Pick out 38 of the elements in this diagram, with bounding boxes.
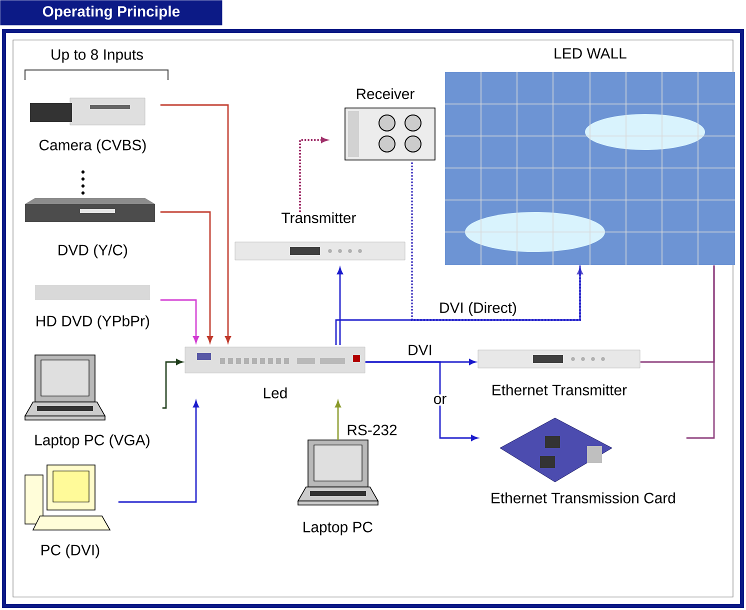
edge-label: or [432, 394, 448, 406]
camera: Camera (CVBS) [30, 98, 146, 154]
arrow [118, 400, 199, 503]
arrow [365, 361, 478, 441]
transmission-card: Ethernet Transmission Card [492, 418, 675, 504]
node-label: PC (DVI) [42, 544, 100, 558]
node-label: Laptop PC (VGA) [35, 434, 150, 448]
arrow [160, 104, 231, 343]
connector-line [335, 265, 581, 345]
node-label: DVD (Y/C) [58, 244, 128, 258]
arrow [160, 211, 213, 343]
edge-label: DVI (Direct) [437, 300, 519, 318]
node-label: HD DVD (YPbPr) [36, 315, 150, 330]
bracket-label: Up to 8 Inputs [52, 49, 143, 63]
led-wall: LED WALL [444, 48, 736, 266]
node-label: Receiver [356, 88, 414, 100]
fiber-receiver: Receiver [344, 88, 436, 160]
arrow [299, 137, 328, 212]
arrow [411, 162, 583, 321]
edge-label: DVI [406, 343, 434, 357]
arrow [337, 267, 343, 345]
title-banner: Operating Principle [0, 0, 222, 26]
arrow [162, 359, 183, 409]
video-processor: Led [184, 346, 366, 398]
node-label: Ethernet Transmission Card [492, 492, 675, 504]
edge-label: RS-232 [345, 423, 399, 437]
node-label: LED WALL [554, 48, 626, 58]
desktop-pc: PC (DVI) [24, 464, 111, 558]
dvd-player: DVD (Y/C) [25, 198, 155, 258]
arrow [160, 299, 199, 343]
arrow [335, 400, 341, 440]
node-label: Laptop PC [304, 522, 372, 536]
node-label: Led [264, 387, 287, 398]
connector-line [686, 265, 715, 439]
rack-unit: Ethernet Transmitter [478, 350, 640, 396]
rack-unit: Transmitter [234, 212, 406, 260]
hd-dvd-player: HD DVD (YPbPr) [35, 285, 150, 330]
node-label: Camera (CVBS) [40, 139, 146, 154]
